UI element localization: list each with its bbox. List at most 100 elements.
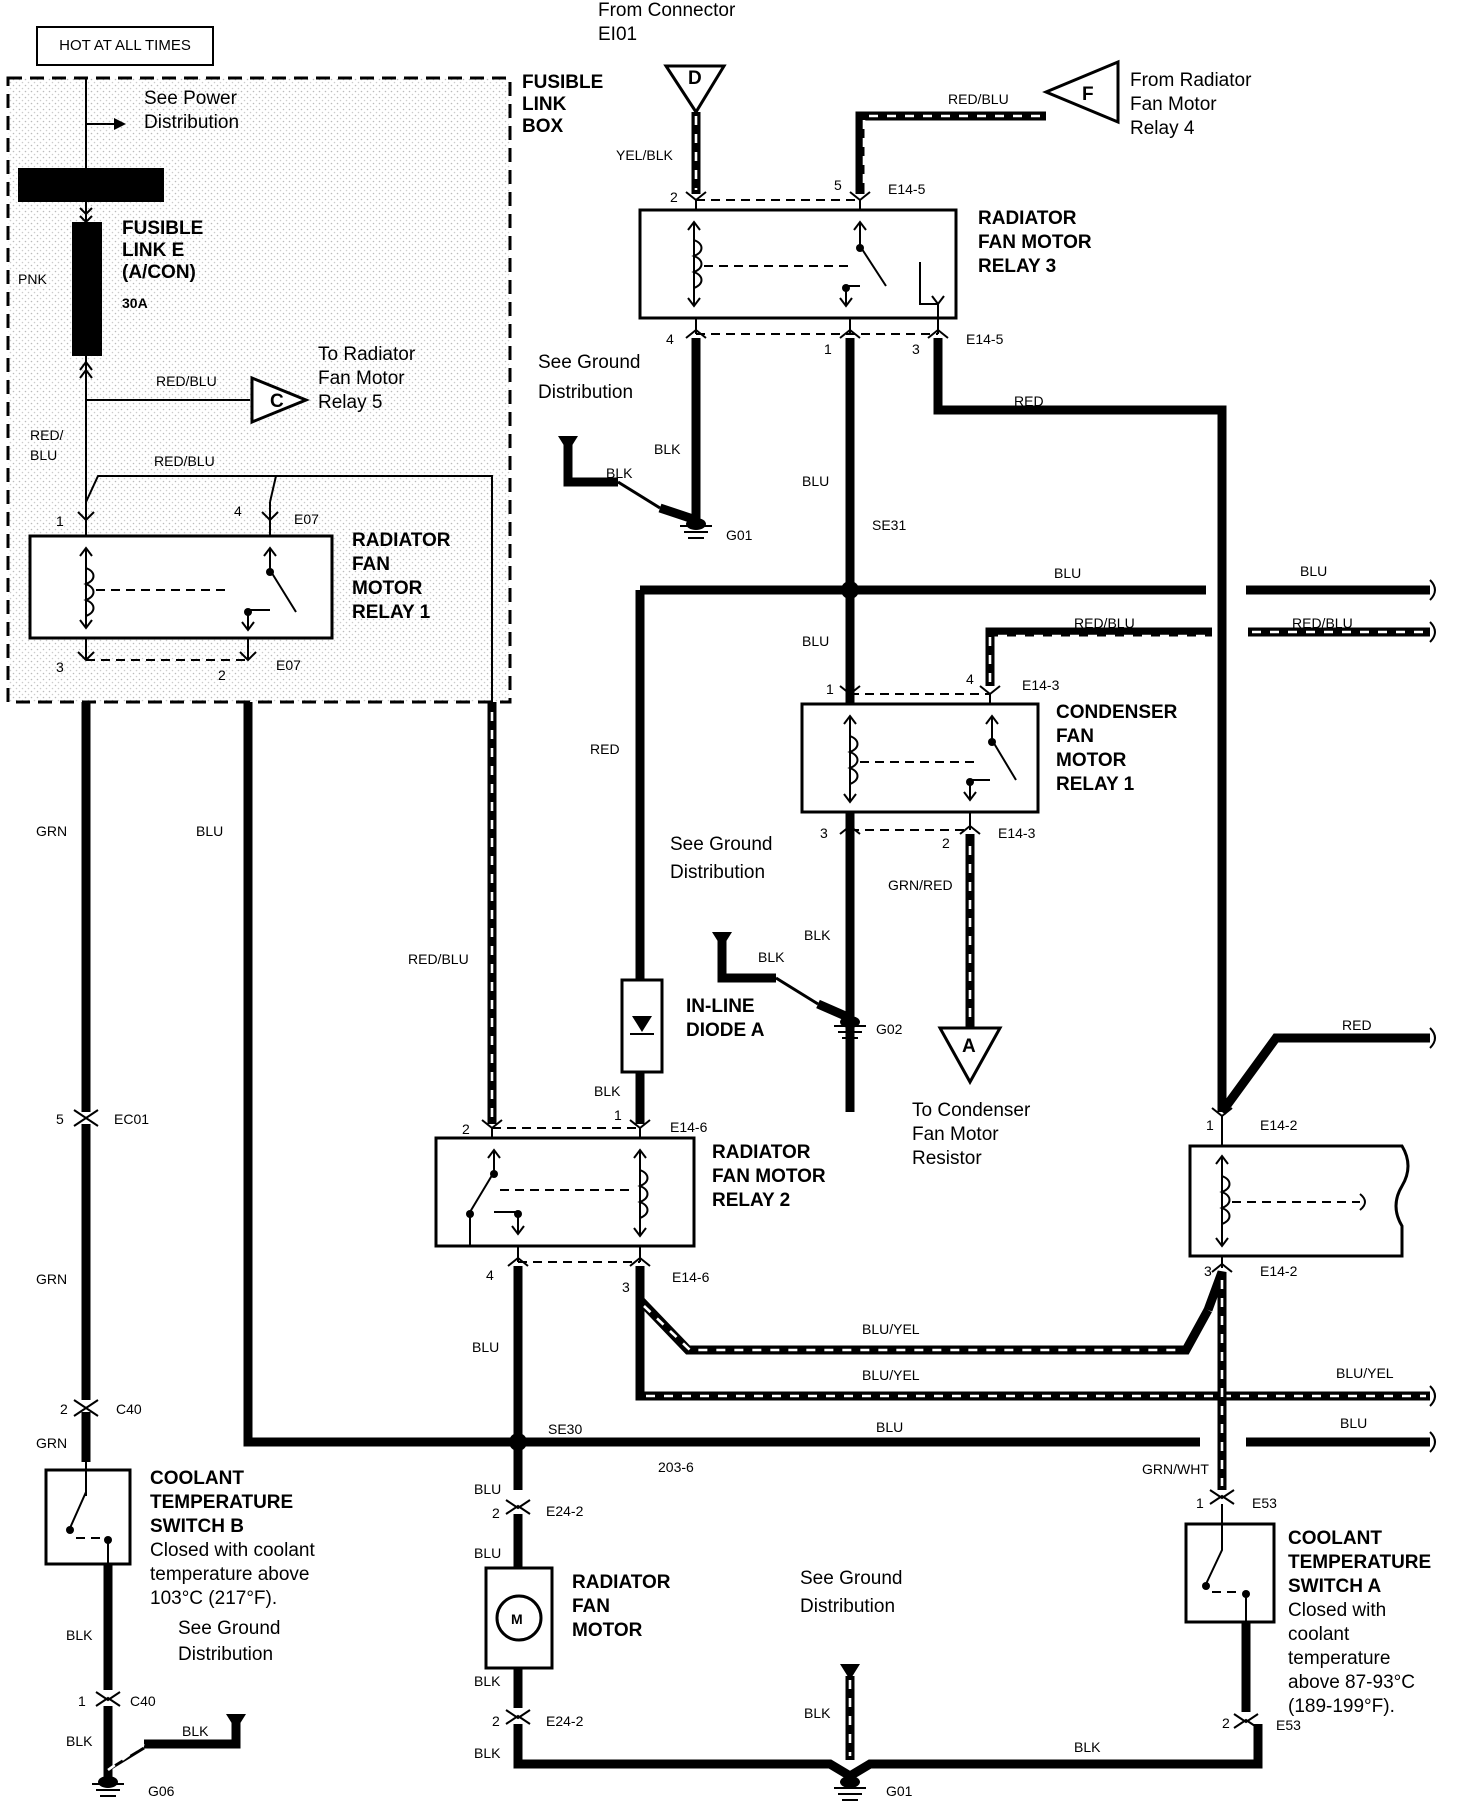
connector-se31: SE31 xyxy=(872,517,906,533)
from-relay4-line3: Relay 4 xyxy=(1130,118,1195,139)
connector-d-triangle xyxy=(663,64,727,115)
wire-yel-blk: YEL/BLK xyxy=(616,147,673,163)
wire-grn-middle: GRN xyxy=(36,1271,67,1287)
wire-blk-motor: BLK xyxy=(474,1673,501,1689)
relay1-pin2: 2 xyxy=(218,667,226,683)
connector-g02: G02 xyxy=(876,1021,903,1037)
switch-b-desc-line3: 103°C (217°F). xyxy=(150,1588,277,1609)
relay2-pin4: 4 xyxy=(486,1267,494,1283)
connector-a-triangle xyxy=(937,1026,1003,1086)
wire-blu-condenser: BLU xyxy=(802,633,829,649)
relay2-pin2: 2 xyxy=(462,1121,470,1137)
wire-red-diode: RED xyxy=(590,741,620,757)
connector-f-letter: F xyxy=(1082,84,1094,105)
wire-pnk: PNK xyxy=(18,271,47,287)
right-relay-connector-top: E14-2 xyxy=(1260,1117,1298,1133)
cond-relay-title-line3: MOTOR xyxy=(1056,750,1127,771)
fusible-link-e xyxy=(72,222,102,356)
wire-blk-diode: BLK xyxy=(594,1083,621,1099)
connector-e53-bottom: E53 xyxy=(1276,1717,1301,1733)
connector-c-letter: C xyxy=(270,391,284,412)
cond-relay-pin4: 4 xyxy=(966,671,974,687)
relay3-title-line1: RADIATOR xyxy=(978,208,1077,229)
connector-g01-top: G01 xyxy=(726,527,753,543)
wire-red-right: RED xyxy=(1342,1017,1372,1033)
wire-grn-red: GRN/RED xyxy=(888,877,953,893)
switch-a-title-line1: COOLANT xyxy=(1288,1528,1382,1549)
coolant-temperature-switch-b xyxy=(44,1468,132,1566)
wire-blk-g01-bottom: BLK xyxy=(804,1705,831,1721)
connector-g01-bottom: G01 xyxy=(886,1783,913,1799)
wire-blk-g02: BLK xyxy=(758,949,785,965)
relay3-connector-top: E14-5 xyxy=(888,181,926,197)
connector-g06: G06 xyxy=(148,1783,175,1799)
cond-relay-title-line2: FAN xyxy=(1056,726,1094,747)
wire-grn-upper: GRN xyxy=(36,823,67,839)
wire-red-blu-f: RED/BLU xyxy=(948,91,1009,107)
wire-red-blu-relay2: RED/BLU xyxy=(408,951,469,967)
relay3-title-line3: RELAY 3 xyxy=(978,256,1056,277)
switch-b-title-line1: COOLANT xyxy=(150,1468,244,1489)
fusible-link-box-line3: BOX xyxy=(522,116,564,137)
fusible-link-line2: LINK E xyxy=(122,240,184,261)
relay3-pin5: 5 xyxy=(834,177,842,193)
switch-b-desc-line2: temperature above xyxy=(150,1564,310,1585)
wire-blu-e24-upper: BLU xyxy=(474,1481,501,1497)
hot-at-all-times-label: HOT AT ALL TIMES xyxy=(36,26,214,66)
wire-blk-switch-b: BLK xyxy=(66,1627,93,1643)
see-power-line1: See Power xyxy=(144,88,238,109)
wire-blu-se30: BLU xyxy=(876,1419,903,1435)
cond-relay-pin2: 2 xyxy=(942,835,950,851)
relay2-title-line2: FAN MOTOR xyxy=(712,1166,826,1187)
fusible-link-line3: (A/CON) xyxy=(122,262,196,283)
relay3-pin3: 3 xyxy=(912,341,920,357)
right-relay-connector-bottom: E14-2 xyxy=(1260,1263,1298,1279)
wire-blu-yel-upper: BLU/YEL xyxy=(862,1321,920,1337)
wire-blu-line: BLU xyxy=(30,447,57,463)
relay2-title-line1: RADIATOR xyxy=(712,1142,811,1163)
wire-grn-lower: GRN xyxy=(36,1435,67,1451)
coolant-temperature-switch-a xyxy=(1184,1522,1276,1624)
from-relay4-line1: From Radiator xyxy=(1130,70,1252,91)
to-relay5-line2: Fan Motor xyxy=(318,368,405,389)
connector-e24-2-bottom: E24-2 xyxy=(546,1713,584,1729)
relay1-connector-bottom: E07 xyxy=(276,657,301,673)
fusible-link-box-line2: LINK xyxy=(522,94,567,115)
to-cond-resistor-line2: Fan Motor xyxy=(912,1124,999,1145)
fusible-rating: 30A xyxy=(122,295,148,311)
see-ground-top-line1: See Ground xyxy=(538,352,640,373)
wire-blu-e24-lower: BLU xyxy=(474,1545,501,1561)
relay1-title-line2: FAN xyxy=(352,554,390,575)
relay1-title-line1: RADIATOR xyxy=(352,530,451,551)
cond-relay-title-line4: RELAY 1 xyxy=(1056,774,1135,795)
c40-pin1: 1 xyxy=(78,1693,86,1709)
relay1-title-line4: RELAY 1 xyxy=(352,602,431,623)
connector-c-triangle xyxy=(250,375,310,425)
relay1-pin4: 4 xyxy=(234,503,242,519)
cond-relay-connector-bottom: E14-3 xyxy=(998,825,1036,841)
wire-blk-cond: BLK xyxy=(804,927,831,943)
wire-red-line: RED/ xyxy=(30,427,64,443)
wire-blu-right: BLU xyxy=(1300,563,1327,579)
switch-a-title-line3: SWITCH A xyxy=(1288,1576,1382,1597)
e53-pin1: 1 xyxy=(1196,1495,1204,1511)
radiator-fan-motor-relay-2 xyxy=(434,1136,696,1248)
wire-blk-bottom-right: BLK xyxy=(1074,1739,1101,1755)
e24-pin2-top: 2 xyxy=(492,1505,500,1521)
power-bus-bar xyxy=(18,168,164,202)
wire-blu-yel-lower: BLU/YEL xyxy=(862,1367,920,1383)
relay2-title-line3: RELAY 2 xyxy=(712,1190,790,1211)
condenser-fan-motor-relay-1 xyxy=(800,702,1040,814)
switch-a-desc-line4: above 87-93°C xyxy=(1288,1672,1415,1693)
to-cond-resistor-line3: Resistor xyxy=(912,1148,982,1169)
wire-red-blu-condenser: RED/BLU xyxy=(1074,615,1135,631)
wire-blk-relay3: BLK xyxy=(654,441,681,457)
e24-pin2-bottom: 2 xyxy=(492,1713,500,1729)
motor-title-line2: FAN xyxy=(572,1596,610,1617)
relay3-pin1: 1 xyxy=(824,341,832,357)
wire-red-blu-jumper: RED/BLU xyxy=(154,453,215,469)
switch-b-title-line2: TEMPERATURE xyxy=(150,1492,293,1513)
wire-blu-relay2: BLU xyxy=(472,1339,499,1355)
cond-relay-title-line1: CONDENSER xyxy=(1056,702,1178,723)
relay2-pin3: 3 xyxy=(622,1279,630,1295)
